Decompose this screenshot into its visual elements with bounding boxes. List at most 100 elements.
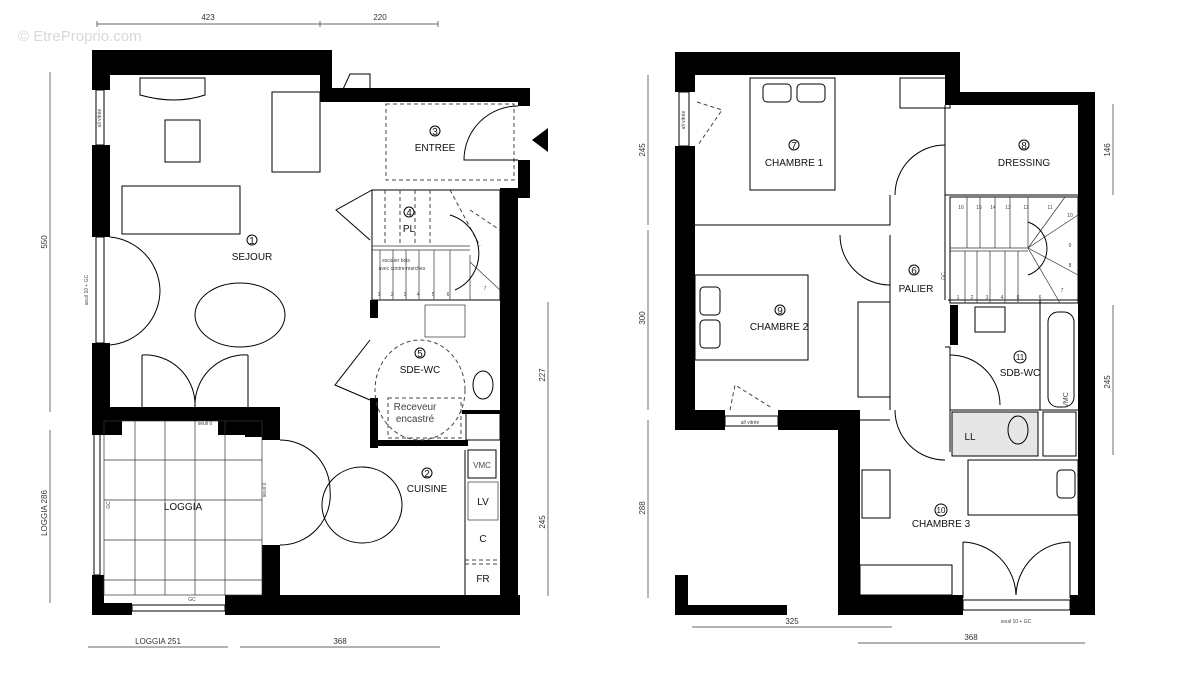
svg-text:7: 7 bbox=[791, 141, 797, 152]
svg-text:368: 368 bbox=[964, 633, 978, 642]
kitchen-loggia-door[interactable] bbox=[279, 439, 331, 546]
svg-text:LL: LL bbox=[964, 432, 976, 443]
svg-text:550: 550 bbox=[40, 235, 49, 249]
window-door-left bbox=[95, 236, 105, 344]
pl-door[interactable] bbox=[335, 189, 373, 241]
svg-text:423: 423 bbox=[201, 13, 215, 22]
svg-text:2: 2 bbox=[391, 292, 394, 298]
kitchen-fixtures: VMC LV C FR bbox=[464, 449, 500, 595]
window-bottom bbox=[724, 415, 779, 427]
stair-note: avec contre-marches bbox=[379, 266, 426, 272]
svg-text:325: 325 bbox=[785, 617, 799, 626]
svg-text:9: 9 bbox=[1069, 243, 1072, 249]
svg-text:C: C bbox=[479, 534, 486, 545]
balcony-door-bottom bbox=[962, 599, 1071, 611]
chambre1-door[interactable] bbox=[894, 144, 946, 196]
first-floor-staircase[interactable] bbox=[949, 196, 1079, 304]
svg-text:16: 16 bbox=[958, 205, 964, 211]
svg-text:4: 4 bbox=[417, 292, 420, 298]
svg-text:1: 1 bbox=[378, 292, 381, 298]
room-label-sdb-wc: SDB-WC bbox=[1000, 368, 1041, 379]
first-floor-plan: 1 2 3 4 5 6 7 8 9 10 11 12 13 14 15 16 bbox=[638, 52, 1114, 644]
window-opening-swing bbox=[729, 384, 773, 411]
svg-text:8: 8 bbox=[1021, 141, 1027, 152]
entree-zone bbox=[385, 103, 515, 181]
svg-text:14: 14 bbox=[990, 205, 996, 211]
svg-text:6: 6 bbox=[447, 292, 450, 298]
room-label-chambre-3: CHAMBRE 3 bbox=[912, 519, 971, 530]
room-label-sejour: SEJOUR bbox=[232, 252, 273, 263]
svg-text:9: 9 bbox=[777, 306, 783, 317]
ground-floor-room-labels: 1 SEJOUR 2 CUISINE 3 ENTREE 4 PL 5 SDE-W… bbox=[84, 108, 456, 603]
svg-text:10: 10 bbox=[1067, 213, 1073, 219]
watermark: © EtreProprio.com bbox=[18, 28, 142, 45]
svg-text:245: 245 bbox=[638, 143, 647, 157]
first-floor-walls bbox=[675, 52, 1095, 615]
room-label-pl: PL bbox=[403, 224, 416, 235]
room-label-entree: ENTREE bbox=[415, 143, 456, 154]
first-floor-dimensions: 245 300 288 146 245 325 368 bbox=[638, 75, 1114, 644]
svg-text:245: 245 bbox=[538, 515, 547, 529]
loggia-railing-bottom bbox=[131, 604, 226, 612]
window-left bbox=[95, 89, 105, 146]
window-opening-swing bbox=[696, 101, 723, 146]
svg-text:368: 368 bbox=[333, 637, 347, 646]
svg-text:1: 1 bbox=[249, 236, 255, 247]
svg-text:11: 11 bbox=[1047, 205, 1052, 211]
svg-text:GC: GC bbox=[188, 597, 196, 603]
svg-text:227: 227 bbox=[538, 368, 547, 382]
svg-text:seuil 0: seuil 0 bbox=[262, 483, 268, 498]
svg-text:15: 15 bbox=[976, 205, 982, 211]
ground-floor-plan: escalier bois avec contre-marches 1 2 3 … bbox=[40, 13, 549, 648]
svg-text:seuil 10 + GC: seuil 10 + GC bbox=[1001, 619, 1032, 625]
loggia-railing-left bbox=[93, 429, 101, 576]
svg-text:6: 6 bbox=[911, 266, 917, 277]
room-label-chambre-2: CHAMBRE 2 bbox=[750, 322, 809, 333]
svg-text:2: 2 bbox=[971, 295, 974, 301]
svg-text:11: 11 bbox=[1016, 353, 1025, 362]
entry-door[interactable] bbox=[463, 105, 519, 161]
svg-text:7: 7 bbox=[484, 286, 487, 292]
loggia-french-door[interactable] bbox=[141, 354, 249, 408]
sdb-door[interactable] bbox=[949, 354, 1001, 406]
svg-text:8: 8 bbox=[1069, 263, 1072, 269]
svg-text:GC: GC bbox=[106, 501, 112, 509]
svg-text:220: 220 bbox=[373, 13, 387, 22]
sejour-french-door[interactable] bbox=[109, 236, 161, 346]
svg-text:2: 2 bbox=[424, 469, 430, 480]
chambre2-door[interactable] bbox=[839, 234, 891, 286]
ground-stair-step-numbers: 1 2 3 4 5 6 7 bbox=[378, 286, 487, 298]
first-stair-step-numbers: 1 2 3 4 5 6 7 8 9 10 11 12 13 14 15 16 bbox=[957, 205, 1073, 301]
svg-text:6: 6 bbox=[1039, 295, 1042, 301]
svg-text:300: 300 bbox=[638, 311, 647, 325]
chambre3-french-door[interactable] bbox=[962, 541, 1071, 598]
svg-text:5: 5 bbox=[1017, 295, 1020, 301]
svg-text:VMC: VMC bbox=[473, 461, 491, 470]
svg-text:4: 4 bbox=[1001, 295, 1004, 301]
svg-text:13: 13 bbox=[1005, 205, 1011, 211]
first-floor-furniture: LL VMC bbox=[694, 77, 1079, 519]
ground-floor-staircase[interactable]: escalier bois avec contre-marches bbox=[371, 189, 501, 301]
stair-note: escalier bois bbox=[382, 258, 410, 264]
room-label-dressing: DRESSING bbox=[998, 158, 1050, 169]
svg-text:10: 10 bbox=[937, 506, 946, 515]
svg-text:5: 5 bbox=[432, 292, 435, 298]
svg-text:245: 245 bbox=[1103, 375, 1112, 389]
svg-text:7: 7 bbox=[1061, 288, 1064, 294]
ground-floor-dimensions: 423 220 550 LOGGIA 286 227 245 LOGGIA 25… bbox=[40, 13, 549, 648]
svg-text:4: 4 bbox=[406, 208, 412, 219]
first-floor-partitions bbox=[695, 105, 1078, 596]
chambre3-door[interactable] bbox=[894, 409, 946, 461]
svg-text:encastré: encastré bbox=[396, 414, 435, 425]
svg-text:Receveur: Receveur bbox=[394, 402, 437, 413]
room-label-loggia: LOGGIA bbox=[164, 502, 203, 513]
sde-wc-fixtures: Receveur encastré bbox=[334, 304, 501, 441]
svg-text:VMC: VMC bbox=[1063, 392, 1070, 408]
svg-text:FR: FR bbox=[476, 574, 489, 585]
room-label-palier: PALIER bbox=[899, 284, 934, 295]
svg-text:seuil 0: seuil 0 bbox=[198, 421, 213, 427]
svg-text:GC: GC bbox=[941, 272, 947, 280]
svg-text:all vitrée: all vitrée bbox=[741, 420, 760, 426]
svg-text:288: 288 bbox=[638, 501, 647, 515]
